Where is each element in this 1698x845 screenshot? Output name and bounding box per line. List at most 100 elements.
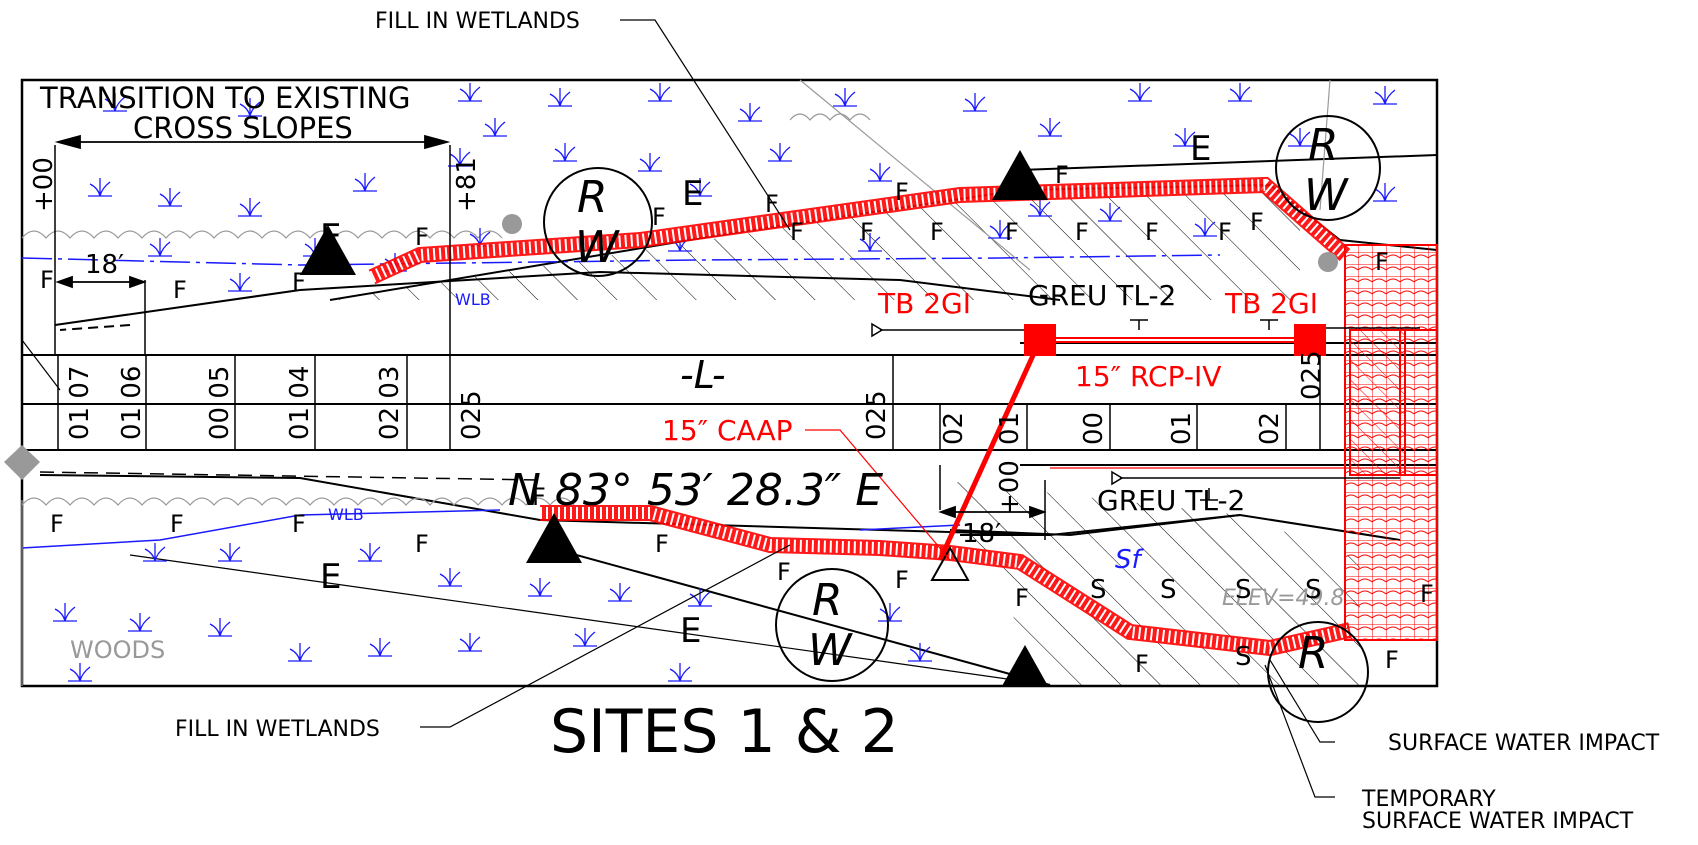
lower-slope-lines (39, 474, 1401, 686)
elev-label: ELEV=49.8 (1222, 586, 1345, 611)
fill-marker: F (1250, 208, 1264, 236)
station-labels-lower: 025 02 01 00 01 02 025 (862, 350, 1327, 445)
station-label: 025 (1297, 350, 1327, 400)
station-label: 02 (939, 412, 969, 445)
caap-pipe (937, 338, 1043, 562)
fill-marker: F (790, 218, 804, 246)
fill-wetlands-top-label: FILL IN WETLANDS (375, 9, 580, 34)
fill-marker: F (1075, 218, 1089, 246)
fill-marker: F (292, 510, 306, 538)
edge-marker: E (1190, 129, 1211, 169)
inlet-left (1024, 324, 1056, 356)
dashed-eop (39, 471, 541, 481)
station-label: 01 (995, 412, 1025, 445)
temp-impact-line1: TEMPORARY (1361, 787, 1496, 812)
right-of-way-markers (543, 115, 1381, 723)
station-labels-upper: 01 07 01 06 00 05 01 04 02 03 025 (65, 366, 487, 440)
tb-2gi-left: TB 2GI (877, 287, 971, 320)
greu-bottom-label: GREU TL-2 (1097, 484, 1245, 517)
station-label: 02 03 (375, 366, 405, 440)
station-label: 01 04 (285, 366, 315, 440)
fill-marker: F (777, 558, 791, 586)
temp-impact-line2: SURFACE WATER IMPACT (1362, 809, 1634, 834)
transition-line1: TRANSITION TO EXISTING (39, 81, 411, 115)
edge-marker: E (320, 217, 341, 257)
fill-marker: F (860, 218, 874, 246)
inlet-right (1294, 324, 1326, 356)
edge-marker: E (320, 557, 341, 597)
fill-marker: F (1145, 218, 1159, 246)
sf-label: Sf (1115, 545, 1145, 575)
fill-marker: F (1055, 161, 1069, 189)
rw-w: W (808, 625, 853, 676)
fill-marker: F (415, 223, 429, 251)
edge-markers: E E E E E (320, 129, 1211, 651)
station-ticks (54, 145, 1321, 540)
rw-r: R (1298, 628, 1329, 679)
fill-marker: F (895, 178, 909, 206)
station-label: 01 06 (117, 366, 147, 440)
fill-marker: F (1015, 584, 1029, 612)
stream-marker: S (1305, 575, 1322, 605)
rw-w: W (575, 222, 620, 273)
fill-marker: F (655, 530, 669, 558)
fill-marker: F (765, 190, 779, 218)
survey-points (4, 214, 1338, 480)
leader-lines (21, 19, 1335, 798)
woods-label: WOODS (70, 636, 165, 664)
station-plus81: +81 (452, 157, 482, 212)
fill-marker: F (895, 566, 909, 594)
station-label: 025 (862, 390, 892, 440)
sheet-title: SITES 1 & 2 (550, 697, 899, 767)
fill-marker: F (1375, 248, 1389, 276)
rw-r: R (1308, 120, 1339, 171)
stream-marker: S (1235, 642, 1252, 672)
wetland-boundary (21, 254, 1221, 549)
dim-18-left: 18′ (85, 250, 124, 280)
rcp-label: 15″ RCP-IV (1075, 360, 1221, 393)
fill-marker: F (40, 266, 54, 294)
bearing-label: N 83° 53′ 28.3″ E (508, 465, 883, 516)
station-plus00-bottom: +00 (995, 460, 1025, 515)
station-label: 01 (1167, 412, 1197, 445)
wetland-flags (300, 150, 1048, 686)
fill-marker: F (173, 276, 187, 304)
surface-water-impact-label: SURFACE WATER IMPACT (1388, 731, 1660, 756)
station-label: 01 07 (65, 366, 95, 440)
stream-marker: S (1090, 575, 1107, 605)
fill-marker: F (170, 510, 184, 538)
stream-marker: S (1160, 575, 1177, 605)
fill-marker: F (1385, 646, 1399, 674)
surface-water-impact (368, 176, 1438, 657)
fill-marker: F (930, 218, 944, 246)
greu-top-label: GREU TL-2 (1028, 279, 1176, 312)
rw-r: R (577, 172, 608, 223)
culvert (937, 324, 1437, 562)
fill-marker: F (1420, 580, 1434, 608)
transition-line2: CROSS SLOPES (133, 111, 353, 145)
edge-marker: E (682, 174, 703, 214)
fill-hatch-upper (330, 185, 1300, 300)
rw-w: W (1304, 170, 1349, 221)
station-plus00-top: +00 (29, 157, 59, 212)
fill-wetlands-bottom-label: FILL IN WETLANDS (175, 717, 380, 742)
wlb-label-top: WLB (455, 290, 491, 309)
fill-marker: F (1218, 218, 1232, 246)
station-label: 025 (457, 390, 487, 440)
fill-marker: F (415, 530, 429, 558)
station-label: 00 05 (205, 366, 235, 440)
dim-18-right: 18′ (962, 519, 1001, 549)
fill-markers: F F F F F F F F F F F F F F F F F F F F … (40, 161, 1434, 678)
stream-marker: S (1235, 575, 1252, 605)
rw-r: R (812, 575, 843, 626)
fill-marker: F (1005, 218, 1019, 246)
guardrail (871, 319, 1420, 501)
fill-marker: F (50, 510, 64, 538)
tb-2gi-right: TB 2GI (1224, 287, 1318, 320)
centerline-label: -L- (680, 353, 726, 397)
fill-marker: F (652, 203, 666, 231)
station-label: 02 (1255, 412, 1285, 445)
caap-label: 15″ CAAP (662, 414, 793, 447)
